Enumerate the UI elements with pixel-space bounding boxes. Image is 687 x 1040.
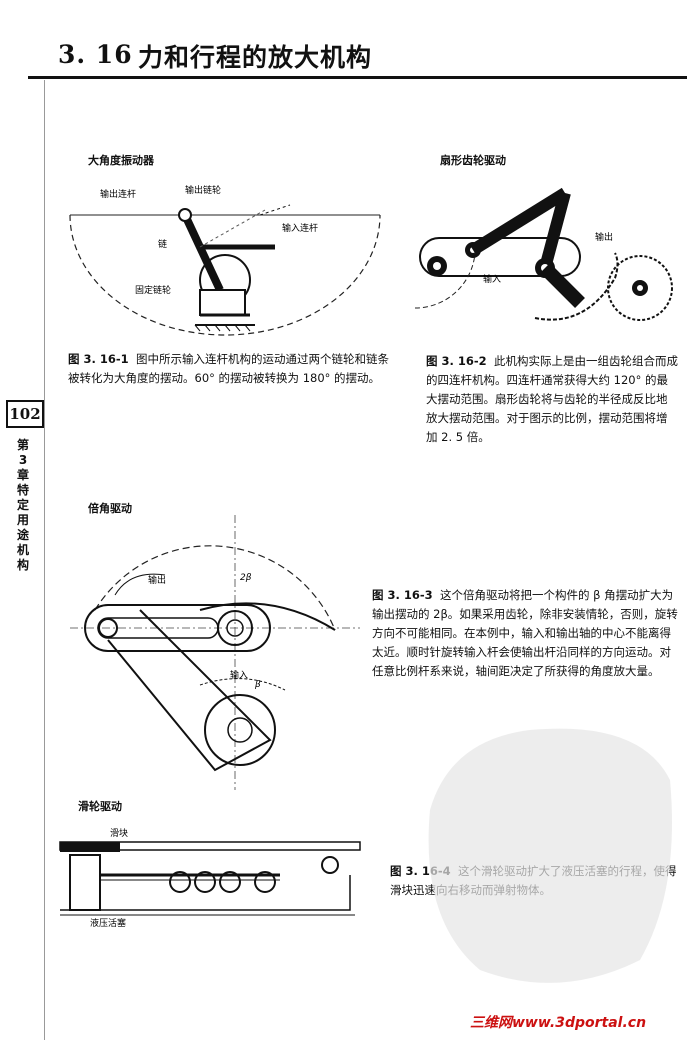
label-output: 输出 (595, 231, 613, 243)
figure-2-title: 扇形齿轮驱动 (440, 154, 506, 167)
figure-2-caption: 图 3. 16-2 此机构实际上是由一组齿轮组合而成的四连杆机构。四连杆通常获得… (426, 352, 678, 447)
chapter-label: 第3章 特定用途机构 (16, 438, 29, 572)
label-input: 输入 (230, 669, 248, 681)
page-number: 102 (6, 400, 44, 428)
figure-4-diagram: 滑块 液压活塞 (59, 827, 361, 929)
figure-3-title: 倍角驱动 (88, 502, 132, 515)
figure-3-diagram: 输出 2β 输入 β (70, 515, 360, 790)
figure-1-caption-text: 图中所示输入连杆机构的运动通过两个链轮和链条被转化为大角度的摆动。60° 的摆动… (68, 352, 389, 385)
label-two-beta: 2β (240, 573, 252, 583)
label-output: 输出 (148, 574, 166, 586)
label-chain: 链 (158, 238, 167, 250)
label-fixed-sprocket: 固定链轮 (135, 284, 171, 296)
figure-3-caption-text: 这个倍角驱动将把一个构件的 β 角摆动扩大为输出摆动的 2β。如果采用齿轮，除非… (372, 588, 678, 678)
margin-line (44, 80, 45, 1040)
label-input-link: 输入连杆 (282, 222, 318, 234)
label-input: 输入 (483, 273, 501, 285)
label-output-sprocket: 输出链轮 (185, 184, 221, 196)
header-rule (28, 76, 687, 79)
figure-2-diagram: 输出 输入 (414, 187, 673, 321)
figure-1-title: 大角度振动器 (88, 154, 154, 167)
figure-1-caption-id: 图 3. 16-1 (68, 352, 129, 366)
figure-3-caption-id: 图 3. 16-3 (372, 588, 433, 602)
label-beta: β (254, 680, 261, 690)
section-number: 3. 16 (58, 40, 133, 69)
figure-2-caption-id: 图 3. 16-2 (426, 354, 487, 368)
label-hydraulic-piston: 液压活塞 (90, 917, 126, 929)
label-output-link: 输出连杆 (100, 188, 136, 200)
site-watermark: 三维网www.3dportal.cn (470, 1015, 647, 1031)
figure-2-caption-text: 此机构实际上是由一组齿轮组合而成的四连杆机构。四连杆通常获得大约 120° 的最… (426, 354, 678, 444)
section-title: 力和行程的放大机构 (138, 43, 373, 72)
label-slider: 滑块 (110, 827, 128, 839)
figure-1-caption: 图 3. 16-1 图中所示输入连杆机构的运动通过两个链轮和链条被转化为大角度的… (68, 350, 396, 388)
figure-3-caption: 图 3. 16-3 这个倍角驱动将把一个构件的 β 角摆动扩大为输出摆动的 2β… (372, 586, 678, 681)
figure-1-diagram: 输出连杆 输出链轮 输入连杆 链 固定链轮 (69, 184, 381, 336)
seal-watermark (428, 728, 672, 983)
figure-4-title: 滑轮驱动 (78, 800, 122, 813)
